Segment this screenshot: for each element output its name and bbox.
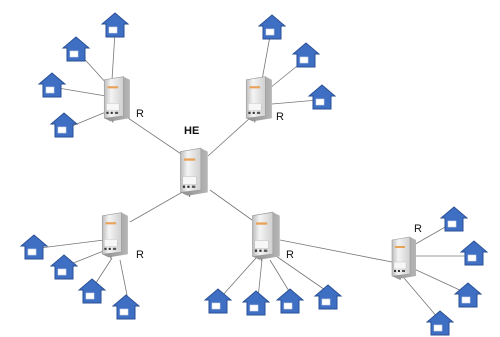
link-house (111, 31, 116, 81)
link-he-r-top-left (127, 117, 191, 161)
headend-device-icon (179, 147, 209, 198)
repeater-label: R (414, 223, 422, 235)
house-icon (276, 288, 304, 314)
repeater-device-icon (103, 76, 131, 124)
link-house (257, 259, 263, 299)
repeater-label: R (286, 249, 294, 261)
link-house (93, 257, 113, 287)
house-icon (20, 234, 48, 260)
repeater-device-icon (245, 76, 273, 124)
house-icon (38, 72, 66, 98)
repeater-label: R (276, 111, 284, 123)
repeater-device-icon (101, 212, 129, 260)
link-he-r-bottom-center (209, 189, 253, 221)
link-house (71, 111, 107, 127)
link-he-r-top-right (207, 117, 251, 157)
link-house (275, 255, 329, 293)
house-icon (62, 36, 90, 62)
house-icon (50, 254, 78, 280)
link-he-r-bottom-left (129, 189, 187, 223)
house-icon (101, 12, 129, 38)
house-icon (440, 206, 468, 232)
link-house (221, 257, 257, 297)
house-icon (454, 282, 482, 308)
link-r-bottom-center-r-far-right (279, 239, 393, 263)
house-icon (426, 310, 454, 336)
house-icon (308, 84, 336, 110)
link-house (57, 87, 107, 97)
headend-label: HE (184, 125, 199, 137)
link-house (411, 267, 465, 293)
house-icon (50, 112, 78, 138)
house-icon (314, 284, 342, 310)
link-house (119, 259, 129, 301)
link-house (39, 239, 105, 249)
house-icon (242, 290, 270, 316)
house-icon (78, 278, 106, 304)
house-icon (258, 14, 286, 40)
link-house (261, 35, 271, 81)
repeater-label: R (136, 108, 144, 120)
house-icon (204, 288, 232, 314)
link-house (271, 99, 319, 105)
house-icon (112, 294, 140, 320)
repeater-device-icon (391, 236, 417, 281)
repeater-device-icon (251, 211, 281, 262)
house-icon (460, 240, 488, 266)
link-house (403, 277, 439, 319)
house-icon (292, 42, 320, 68)
repeater-label: R (136, 249, 144, 261)
